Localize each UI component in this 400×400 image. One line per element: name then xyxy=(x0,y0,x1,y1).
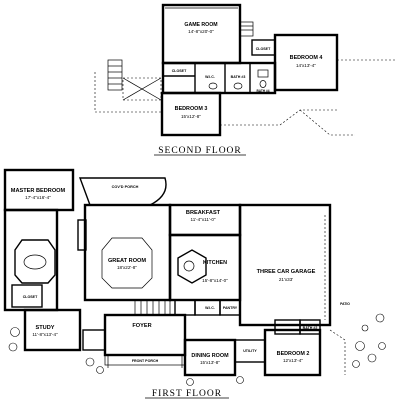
study-label: STUDY xyxy=(36,325,55,331)
study-dim: 11'-8"x13'-4" xyxy=(32,332,58,337)
kitchen-island xyxy=(177,249,207,284)
master-bedroom-label: MASTER BEDROOM xyxy=(11,188,66,194)
wic-label-first: W.I.C. xyxy=(205,306,215,310)
great-room-dim: 18'x22'-8" xyxy=(117,265,137,270)
bedroom-4-dim: 14'x13'-4" xyxy=(296,63,316,68)
wic-label-second: W.I.C. xyxy=(205,75,215,79)
bath-2-label: BATH #2 xyxy=(303,326,318,330)
first-floor-plan xyxy=(3,168,346,377)
front-porch-outline xyxy=(104,354,186,366)
breakfast-dim: 11'-4"x11'-0" xyxy=(190,217,215,222)
kitchen-dim: 15'-8"x14'-0" xyxy=(202,278,228,283)
covered-porch-label: COV'D PORCH xyxy=(112,185,139,189)
kitchen-label: KITCHEN xyxy=(203,260,227,266)
breakfast-label: BREAKFAST xyxy=(186,210,221,216)
bedroom-2-walls xyxy=(263,328,322,377)
bedroom-3-dim: 15'x12'-8" xyxy=(181,114,201,119)
second-floor-caption: SECOND FLOOR xyxy=(158,146,242,156)
landscape-shrubs xyxy=(8,313,386,386)
master-bedroom-dim: 17'-4"x16'-4" xyxy=(25,195,51,200)
closet-label-second: CLOSET xyxy=(172,69,187,73)
master-closet-walls xyxy=(11,284,43,308)
dining-room-dim: 15'x13'-8" xyxy=(200,360,220,365)
pantry-walls xyxy=(174,299,196,316)
game-room-walls xyxy=(161,3,242,65)
second-center-walls xyxy=(161,61,277,95)
great-room-label: GREAT ROOM xyxy=(108,258,146,264)
foyer-label: FOYER xyxy=(132,323,151,329)
study-walls xyxy=(23,308,82,352)
bedroom-2-label: BEDROOM 2 xyxy=(277,351,310,357)
garage-label: THREE CAR GARAGE xyxy=(257,269,316,275)
great-room-ceiling xyxy=(101,237,153,289)
bath-3-label: BATH #3 xyxy=(231,75,246,79)
game-room-label: GAME ROOM xyxy=(184,22,217,28)
second-floor-plan xyxy=(94,3,395,137)
garage-walls xyxy=(238,203,332,327)
dining-room-label: DINING ROOM xyxy=(191,353,229,359)
front-porch-label: FRONT PORCH xyxy=(132,359,159,363)
bedroom-3-walls xyxy=(160,91,222,137)
pantry-label: PANTRY xyxy=(223,306,238,310)
bedroom-3-label: BEDROOM 3 xyxy=(175,106,208,112)
bedroom-2-dim: 12'x13'-4" xyxy=(283,358,303,363)
bath-2-walls xyxy=(274,319,301,335)
kitchen-walls xyxy=(168,233,242,302)
game-room-dim: 14'-8"x20'-0" xyxy=(188,29,214,34)
foyer-walls xyxy=(103,313,187,357)
covered-porch-outline xyxy=(78,177,167,206)
master-bath-octagon xyxy=(14,239,56,284)
first-floor-caption: FIRST FLOOR xyxy=(152,389,222,399)
garage-dim: 21'x33' xyxy=(279,277,293,282)
closet-label-first: CLOSET xyxy=(23,295,38,299)
bedroom-4-label: BEDROOM 4 xyxy=(290,55,323,61)
utility-label: UTILITY xyxy=(243,349,257,353)
closet-label-upper: CLOSET xyxy=(256,47,271,51)
great-room-walls xyxy=(83,203,172,302)
